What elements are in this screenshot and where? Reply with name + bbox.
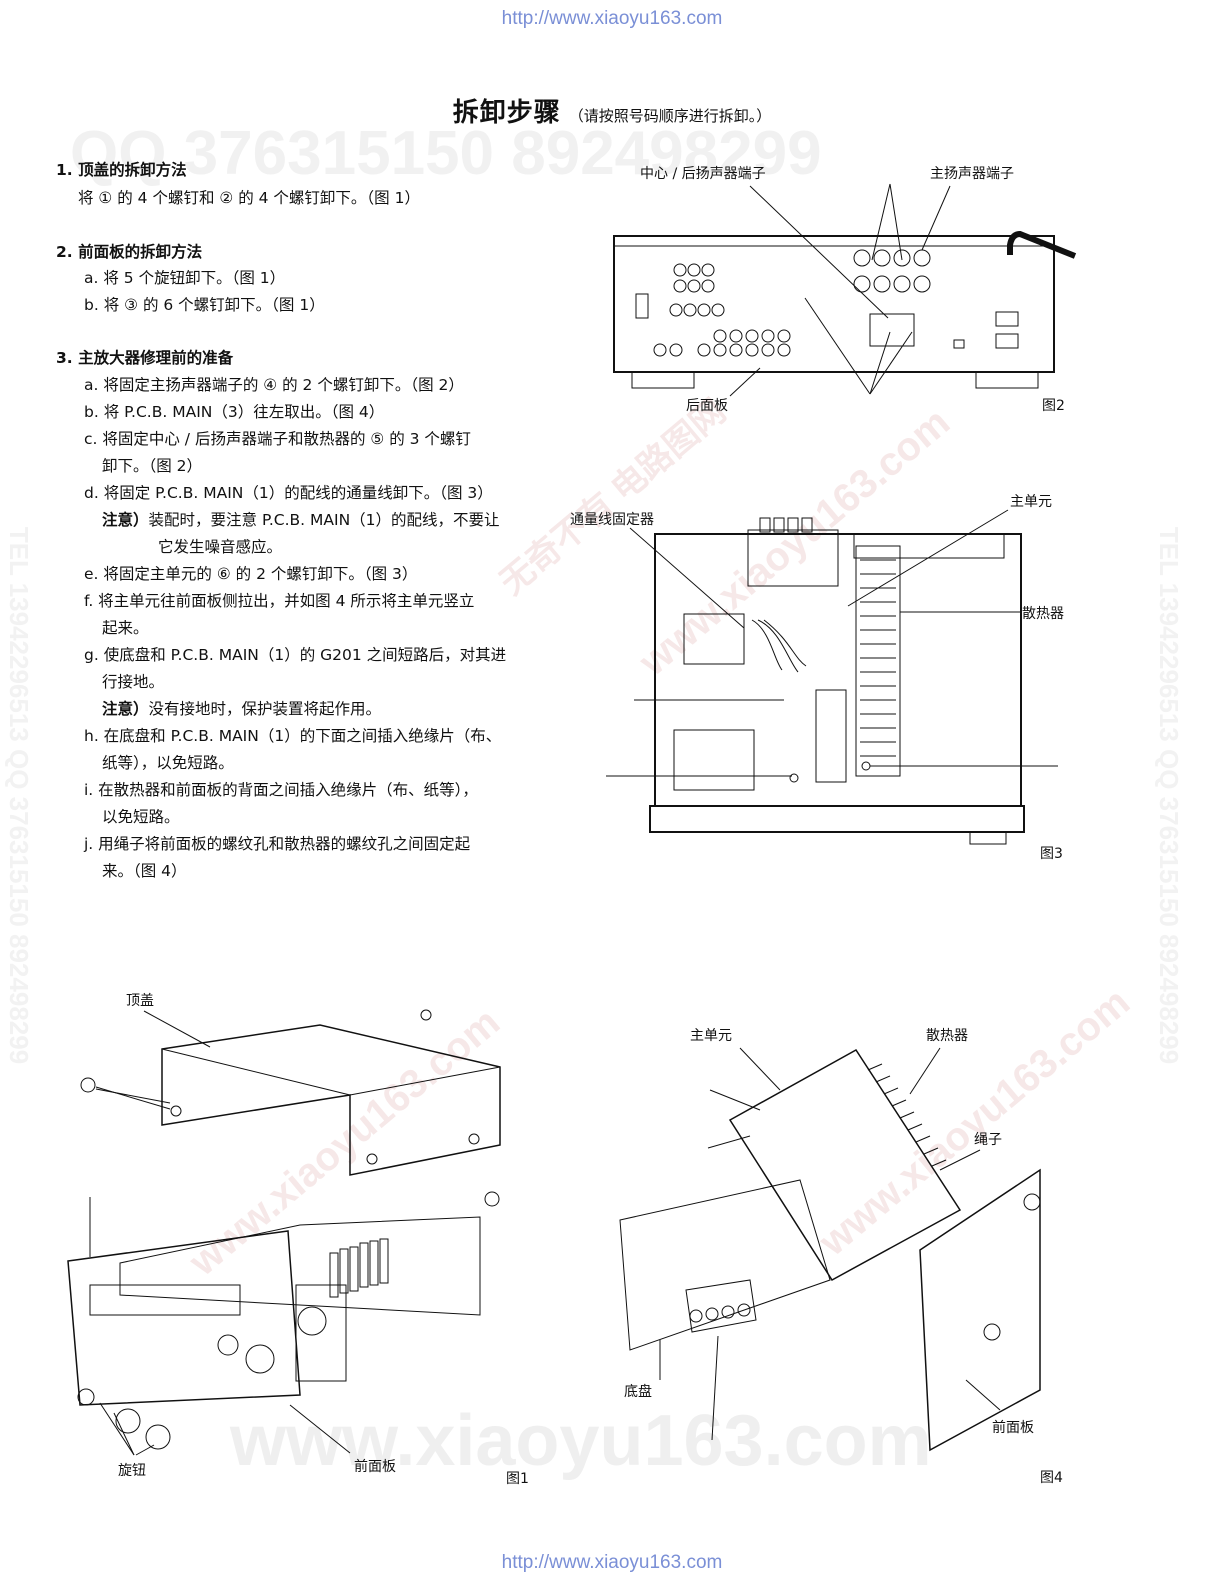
section-3-step-g: g. 使底盘和 P.C.B. MAIN（1）的 G201 之间短路后，对其进 <box>84 646 507 664</box>
section-3-step-c-cont: 卸下。（图 2） <box>102 457 203 475</box>
section-3-step-d: d. 将固定 P.C.B. MAIN（1）的配线的通量线卸下。（图 3） <box>84 484 493 502</box>
figure-1-exploded-view: 顶盖 旋钮 前面板 图1 <box>67 993 529 1487</box>
note-label: 注意） <box>102 511 149 529</box>
fig4-label-rope: 绳子 <box>974 1132 1002 1148</box>
note-1-cont: 它发生噪音感应。 <box>158 538 283 556</box>
fig4-label-front-panel: 前面板 <box>992 1419 1034 1436</box>
fig1-label-top-cover: 顶盖 <box>126 993 154 1009</box>
fig4-caption: 图4 <box>1040 1470 1063 1486</box>
section-3-step-e: e. 将固定主单元的 ⑥ 的 2 个螺钉卸下。（图 3） <box>84 565 418 583</box>
section-3-step-i: i. 在散热器和前面板的背面之间插入绝缘片（布、纸等）， <box>84 781 478 799</box>
figure-3-top-view: 主单元 通量线固定器 散热器 图3 <box>570 494 1064 862</box>
fig2-caption: 图2 <box>1042 398 1065 414</box>
note-1-text: 装配时，要注意 P.C.B. MAIN（1）的配线，不要让 <box>148 511 500 529</box>
watermark-side-left: TEL 13942296513 QQ 376315150 892498299 <box>4 526 35 1065</box>
fig3-label-flux-holder: 通量线固定器 <box>570 512 654 528</box>
section-1-heading: 1. 顶盖的拆卸方法 <box>56 161 187 179</box>
note-2-text: 没有接地时，保护装置将起作用。 <box>148 700 382 718</box>
section-3-step-f: f. 将主单元往前面板侧拉出，并如图 4 所示将主单元竖立 <box>84 592 475 610</box>
fig4-label-heatsink: 散热器 <box>926 1028 968 1044</box>
fig3-label-heatsink: 散热器 <box>1022 606 1064 622</box>
section-3-heading: 3. 主放大器修理前的准备 <box>56 349 234 367</box>
section-2-step-b: b. 将 ③ 的 6 个螺钉卸下。（图 1） <box>84 296 325 314</box>
section-3-step-i-cont: 以免短路。 <box>102 808 180 826</box>
header-url[interactable]: http://www.xiaoyu163.com <box>501 8 723 29</box>
section-3-step-a: a. 将固定主扬声器端子的 ④ 的 2 个螺钉卸下。（图 2） <box>84 376 464 394</box>
fig4-label-main-unit: 主单元 <box>690 1028 732 1044</box>
figure-2-rear-panel: 中心 / 后扬声器端子 主扬声器端子 后面板 图2 <box>613 166 1077 414</box>
fig2-label-center-rear: 中心 / 后扬声器端子 <box>640 166 766 182</box>
section-3-step-g-cont: 行接地。 <box>102 673 165 691</box>
figure-4-main-unit-raised: 主单元 散热器 绳子 底盘 前面板 图4 <box>619 1028 1063 1486</box>
section-2-heading: 2. 前面板的拆卸方法 <box>56 243 203 261</box>
section-1-step: 将 ① 的 4 个螺钉和 ② 的 4 个螺钉卸下。（图 1） <box>78 189 420 207</box>
fig4-label-chassis: 底盘 <box>624 1383 652 1400</box>
fig1-caption: 图1 <box>506 1471 529 1487</box>
section-3-step-f-cont: 起来。 <box>102 619 149 637</box>
page-title-row: 拆卸步骤 （请按照号码顺序进行拆卸。） <box>0 92 1224 129</box>
section-3-step-b: b. 将 P.C.B. MAIN（3）往左取出。（图 4） <box>84 403 385 421</box>
fig2-label-rear-panel: 后面板 <box>686 398 728 414</box>
fig3-caption: 图3 <box>1040 846 1063 862</box>
fig3-label-main-unit: 主单元 <box>1010 494 1052 510</box>
section-3-step-j-cont: 来。（图 4） <box>102 862 187 880</box>
section-2-step-a: a. 将 5 个旋钮卸下。（图 1） <box>84 269 286 287</box>
fig1-label-knob: 旋钮 <box>118 1463 146 1479</box>
section-3-step-h: h. 在底盘和 P.C.B. MAIN（1）的下面之间插入绝缘片（布、 <box>84 727 502 745</box>
note-label-2: 注意） <box>102 700 149 718</box>
section-3-step-c: c. 将固定中心 / 后扬声器端子和散热器的 ⑤ 的 3 个螺钉 <box>84 430 471 448</box>
section-3-step-j: j. 用绳子将前面板的螺纹孔和散热器的螺纹孔之间固定起 <box>84 835 471 853</box>
page-subtitle: （请按照号码顺序进行拆卸。） <box>568 107 772 125</box>
fig2-label-main-terminal: 主扬声器端子 <box>930 166 1014 182</box>
fig1-label-front-panel: 前面板 <box>354 1458 396 1475</box>
section-3-step-h-cont: 纸等），以免短路。 <box>102 754 234 772</box>
watermark-side-right: TEL 13942296513 QQ 376315150 892498299 <box>1154 526 1185 1065</box>
page-title: 拆卸步骤 <box>452 98 561 128</box>
footer-url[interactable]: http://www.xiaoyu163.com <box>501 1552 723 1573</box>
